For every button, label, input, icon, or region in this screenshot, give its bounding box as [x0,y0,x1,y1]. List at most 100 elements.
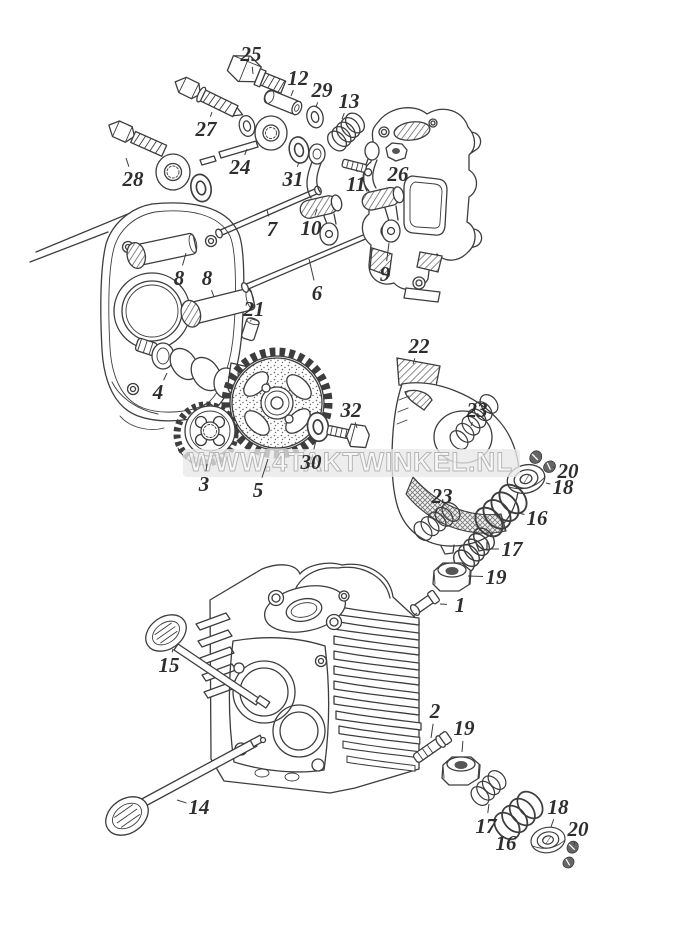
part-plug-25 [226,55,287,94]
part-keeper-20b [566,840,579,854]
leader-line-31 [296,161,300,167]
leader-line-8 [211,290,215,298]
part-label-17: 17 [502,537,525,561]
part-label-25: 25 [240,42,262,66]
leader-line-14 [176,799,187,804]
part-rod-24 [199,115,288,166]
leader-line-23 [470,421,473,427]
part-adjuster-screw-11 [341,158,373,177]
watermark-band [183,449,520,477]
part-dowel-pin [241,317,260,342]
part-label-14: 14 [189,795,210,819]
watermark: WWW.4TAKTWINKEL.NL [183,447,520,478]
part-washer-28 [187,171,215,205]
leader-line-15 [171,648,174,653]
leader-line-8 [182,252,187,266]
part-washer-31 [286,134,312,166]
part-label-9: 9 [380,262,391,286]
leader-line-24 [244,148,248,156]
part-label-1: 1 [455,593,466,617]
part-keeper-20a2 [541,458,558,475]
part-label-13: 13 [339,89,360,113]
part-nut-19b [441,756,481,786]
part-label-16: 16 [527,506,549,530]
part-keeper-20a [529,450,543,465]
part-valve-14 [105,734,267,836]
leader-line-13 [341,112,345,120]
leader-line-32 [354,422,358,429]
part-push-rod-short [215,185,322,239]
part-label-17: 17 [476,814,499,838]
part-tappet-lower [180,287,256,328]
part-label-16: 16 [496,831,518,855]
leader-line-20 [573,841,576,846]
leader-line-7 [266,209,270,217]
part-cylinder-head [195,562,422,794]
leader-line-19 [461,740,464,753]
watermark-text: WWW.4TAKTWINKEL.NL [189,447,513,477]
leader-line-16 [518,512,525,516]
part-label-29: 29 [311,78,334,102]
part-nut-26 [385,142,408,162]
part-label-6: 6 [312,281,323,305]
leader-line-25 [251,66,254,75]
leader-line-5 [261,458,269,478]
leader-line-10 [314,208,318,216]
leader-line-23 [435,508,439,514]
part-label-18: 18 [548,795,570,819]
part-label-24: 24 [229,155,251,179]
part-label-18: 18 [553,475,575,499]
leader-line-22 [412,358,416,365]
part-bolt-27 [174,76,244,118]
leader-line-17 [487,803,490,814]
part-label-23: 23 [431,484,453,508]
part-label-19: 19 [486,565,508,589]
part-label-27: 27 [195,117,219,141]
leader-line-18 [550,819,555,828]
part-label-32: 32 [340,398,363,422]
leader-line-28 [125,157,130,167]
leader-line-29 [315,102,319,108]
part-spring-13 [323,108,369,156]
leader-line-18 [545,482,551,485]
part-tube-12 [263,89,303,116]
part-bolt-32 [326,423,370,449]
part-label-8: 8 [174,266,185,290]
leader-line-12 [290,89,294,97]
leader-line-2 [430,723,434,739]
part-bolt-28 [108,120,168,157]
part-label-4: 4 [152,380,164,404]
part-label-31: 31 [282,167,304,191]
part-valve-15 [145,614,271,709]
artwork [29,55,579,870]
part-label-3: 3 [198,472,210,496]
part-retainer-18b [528,824,568,856]
leader-line-30 [313,439,317,450]
part-label-23: 23 [466,398,488,422]
part-label-28: 28 [122,167,145,191]
part-label-21: 21 [243,297,265,321]
part-tappet-upper [126,232,198,270]
part-rocker-arm-b [361,141,405,243]
part-label-30: 30 [300,450,323,474]
part-label-20: 20 [567,817,590,841]
leader-line-4 [163,372,168,381]
part-screw-2 [412,731,453,763]
leader-line-9 [386,242,390,262]
part-label-20: 20 [557,459,580,483]
part-label-11: 11 [346,172,366,196]
part-label-7: 7 [267,217,279,241]
leader-line-20 [552,466,556,469]
part-bolt-1 [409,589,440,617]
leader-line-3 [205,463,208,472]
part-label-15: 15 [159,653,180,677]
part-label-5: 5 [253,478,264,502]
part-label-26: 26 [387,162,410,186]
leader-line-27 [209,111,213,117]
part-nut-19a [432,562,472,592]
part-washer-29 [303,103,327,131]
leader-line-19 [467,575,484,578]
part-label-10: 10 [301,216,323,240]
